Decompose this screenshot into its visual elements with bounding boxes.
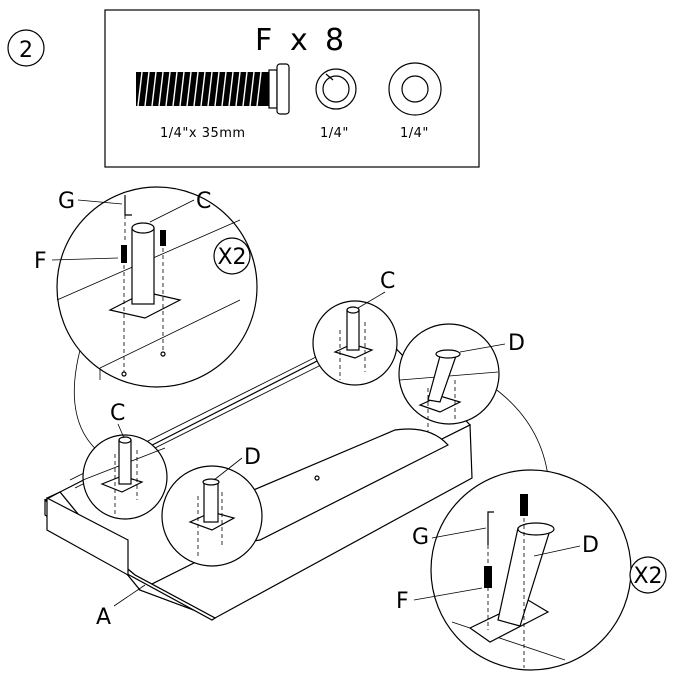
parts-title-letter: F: [255, 23, 276, 58]
label-c-right: C: [380, 269, 395, 294]
x2-badge-bottom: X2: [629, 556, 667, 594]
detail-circle-top-left: [56, 186, 258, 388]
label-d-mid: D: [244, 445, 261, 470]
label-a: A: [96, 605, 111, 630]
parts-box: F x 8 1/4"x 35mm: [104, 9, 480, 168]
bolt-icon: [136, 63, 290, 115]
detail-circle-d-mid: [161, 465, 263, 567]
step-number-text: 2: [19, 38, 33, 63]
flat-washer-label: 1/4": [400, 126, 429, 141]
detail-circle-c-left: [82, 434, 168, 520]
label-g-bottom: G: [412, 525, 429, 550]
flat-washer-icon: [388, 62, 442, 116]
label-c-top: C: [196, 189, 211, 214]
label-c-left: C: [110, 401, 125, 426]
label-g-top: G: [58, 189, 75, 214]
label-d-right: D: [508, 331, 525, 356]
detail-circle-c-right: [312, 300, 398, 386]
parts-title-times: x: [290, 23, 312, 58]
x2-badge-top: X2: [213, 237, 251, 275]
parts-title-count: 8: [325, 23, 348, 58]
step-number: 2: [7, 29, 45, 67]
bolt-label: 1/4"x 35mm: [160, 126, 246, 141]
lock-washer-label: 1/4": [320, 126, 349, 141]
x2-bottom-text: X2: [633, 564, 662, 589]
label-f-bottom: F: [396, 589, 409, 614]
detail-circle-d-right: [398, 323, 500, 432]
label-f-top: F: [34, 249, 47, 274]
x2-top-text: X2: [217, 245, 246, 270]
lock-washer-icon: [315, 68, 357, 110]
label-d-bottom: D: [582, 533, 599, 558]
detail-circle-bottom-right: [430, 469, 632, 671]
